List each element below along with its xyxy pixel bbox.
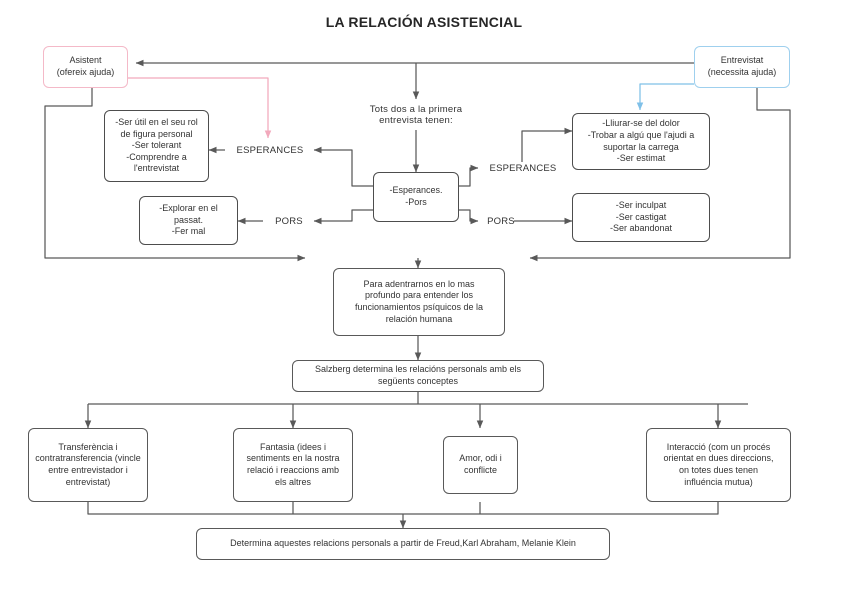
concept-fantasy-line-4: els altres	[274, 476, 311, 487]
label-esperances-right: ESPERANCES	[489, 162, 557, 174]
concept-fantasy-line-2: sentiments en la nostra	[246, 453, 340, 464]
interviewee-hopes-line-1: -Lliurar-se del dolor	[602, 118, 680, 129]
node-interviewee-text: Entrevistat (necessita ajuda)	[708, 55, 777, 78]
assistant-fears-line-2: passat.	[173, 214, 204, 225]
concept-fantasy-text: Fantasia (idees i sentiments en la nostr…	[246, 442, 339, 488]
center-list-text: -Esperances. -Pors	[389, 185, 442, 208]
center-list-line-2: -Pors	[405, 197, 427, 207]
interviewee-fears-line-1: -Ser inculpat	[615, 200, 667, 211]
page-title: LA RELACIÓN ASISTENCIAL	[325, 14, 523, 30]
node-deepen-understanding[interactable]: Para adentrarnos en lo mas profundo para…	[333, 268, 505, 336]
concept-interaction-line-3: on totes dues tenen	[678, 465, 759, 475]
assistant-hopes-line-1: -Ser útil en el seu rol	[115, 117, 198, 128]
concept-transference-text: Transferència i contratransferencia (vin…	[35, 442, 141, 488]
label-both-have: Tots dos a la primera entrevista tenen:	[341, 100, 491, 130]
concept-interaction-line-2: orientat en dues direccions,	[663, 453, 774, 464]
deepen-line-1: Para adentrarnos en lo mas	[363, 278, 475, 289]
concept-love-text: Amor, odi i conflicte	[459, 453, 502, 476]
interviewee-hopes-text: -Lliurar-se del dolor -Trobar a algú que…	[588, 118, 694, 164]
deepen-line-2: profundo para entender los	[364, 290, 474, 301]
interviewee-line-2: (necessita ajuda)	[707, 67, 777, 77]
label-esperances-left: ESPERANCES	[236, 144, 304, 156]
node-salzberg[interactable]: Salzberg determina les relacións persona…	[292, 360, 544, 392]
node-assistant-hopes[interactable]: -Ser útil en el seu rol de figura person…	[104, 110, 209, 182]
deepen-line-3: funcionamientos psíquicos de la	[354, 302, 484, 312]
concept-transference-line-3: entre entrevistador i	[48, 465, 128, 475]
assistant-hopes-line-5: l'entrevistat	[133, 163, 180, 174]
concept-interaction-line-1: Interacció (com un procés	[666, 441, 771, 452]
both-have-line-1: Tots dos a la primera	[369, 104, 463, 115]
interviewee-fears-line-2: -Ser castigat	[615, 211, 667, 222]
node-interviewee-fears[interactable]: -Ser inculpat -Ser castigat -Ser abandon…	[572, 193, 710, 242]
salzberg-line-1: Salzberg determina les relacións persona…	[314, 364, 522, 375]
assistant-hopes-text: -Ser útil en el seu rol de figura person…	[115, 117, 198, 175]
assistant-fears-line-1: -Explorar en el	[159, 203, 218, 214]
assistant-hopes-line-4: -Comprendre a	[126, 151, 187, 162]
node-footer-authors[interactable]: Determina aquestes relacions personals a…	[196, 528, 610, 560]
concept-love-line-1: Amor, odi i	[459, 453, 502, 464]
node-hopes-fears-center[interactable]: -Esperances. -Pors	[373, 172, 459, 222]
node-concept-love-hate-conflict[interactable]: Amor, odi i conflicte	[443, 436, 518, 494]
assistant-fears-text: -Explorar en el passat. -Fer mal	[159, 203, 218, 238]
interviewee-fears-line-3: -Ser abandonat	[609, 223, 673, 234]
node-assistant-text: Asistent (ofereix ajuda)	[57, 55, 115, 78]
node-concept-interaction[interactable]: Interacció (com un procés orientat en du…	[646, 428, 791, 502]
concept-transference-line-4: entrevistat)	[65, 476, 111, 487]
concept-transference-line-1: Transferència i	[58, 441, 118, 452]
interviewee-hopes-line-3: suportar la carrega	[603, 141, 679, 152]
interviewee-line-1: Entrevistat	[720, 55, 764, 66]
deepen-text: Para adentrarnos en lo mas profundo para…	[355, 279, 483, 325]
interviewee-fears-text: -Ser inculpat -Ser castigat -Ser abandon…	[610, 200, 672, 235]
deepen-line-4: relación humana	[385, 313, 453, 324]
concept-love-line-2: conflicte	[463, 465, 498, 475]
salzberg-line-2: següents conceptes	[377, 376, 459, 386]
concept-transference-line-2: contratransferencia (vincle	[35, 453, 141, 464]
concept-interaction-text: Interacció (com un procés orientat en du…	[663, 442, 773, 488]
concept-fantasy-line-1: Fantasia (idees i	[259, 441, 327, 452]
center-list-line-1: -Esperances.	[389, 185, 443, 196]
salzberg-text: Salzberg determina les relacións persona…	[315, 364, 521, 387]
both-have-line-2: entrevista tenen:	[379, 115, 453, 126]
node-interviewee-hopes[interactable]: -Lliurar-se del dolor -Trobar a algú que…	[572, 113, 710, 170]
assistant-hopes-line-2: de figura personal	[120, 128, 193, 139]
node-concept-fantasy[interactable]: Fantasia (idees i sentiments en la nostr…	[233, 428, 353, 502]
node-concept-transference[interactable]: Transferència i contratransferencia (vin…	[28, 428, 148, 502]
assistant-fears-line-3: -Fer mal	[171, 226, 206, 237]
label-pors-left: PORS	[275, 215, 303, 227]
node-interviewee[interactable]: Entrevistat (necessita ajuda)	[694, 46, 790, 88]
node-assistant-fears[interactable]: -Explorar en el passat. -Fer mal	[139, 196, 238, 245]
node-assistant[interactable]: Asistent (ofereix ajuda)	[43, 46, 128, 88]
assistant-line-2: (ofereix ajuda)	[56, 67, 115, 77]
interviewee-hopes-line-4: -Ser estimat	[616, 153, 666, 164]
interviewee-hopes-line-2: -Trobar a algú que l'ajudi a	[587, 129, 695, 140]
concept-fantasy-line-3: relació i reaccions amb	[246, 465, 340, 475]
concept-interaction-line-4: influéncia mutua)	[684, 476, 753, 487]
assistant-line-1: Asistent	[69, 55, 102, 66]
assistant-hopes-line-3: -Ser tolerant	[131, 140, 182, 151]
label-pors-right: PORS	[487, 215, 515, 227]
